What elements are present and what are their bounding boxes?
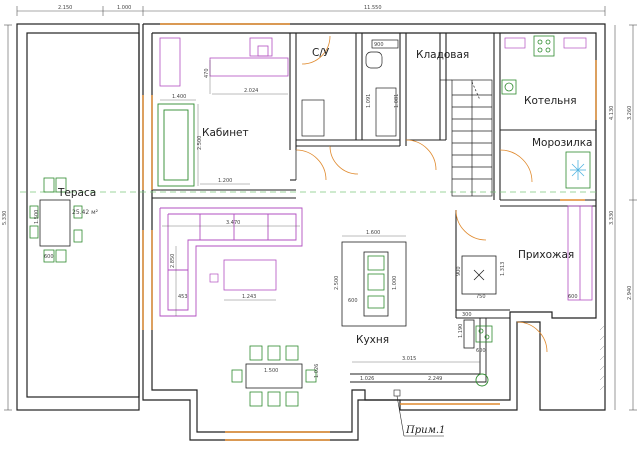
dim-hall-600b: 600 bbox=[476, 348, 486, 354]
dim-kitchen-table: 1.243 bbox=[242, 294, 256, 300]
dim-right-3330: 3.330 bbox=[609, 211, 615, 225]
wall-hatch bbox=[599, 324, 606, 391]
side-table bbox=[209, 273, 219, 283]
study-dims bbox=[160, 60, 288, 186]
dim-counter-3015: 3.015 bbox=[402, 356, 416, 362]
dim-island-inner: 1.000 bbox=[392, 276, 398, 290]
outer-walls bbox=[16, 23, 606, 441]
room-label-kitchen: Кухня bbox=[356, 334, 389, 346]
study-sofa bbox=[157, 103, 195, 187]
inner-walls bbox=[152, 33, 596, 319]
left-dimension-line bbox=[4, 24, 12, 411]
dim-hall-1190: 1.190 bbox=[458, 324, 464, 338]
wc-fixtures bbox=[301, 39, 399, 137]
dim-study-small: 470 bbox=[204, 68, 210, 78]
coffee-table bbox=[223, 259, 277, 291]
note-label: Прим.1 bbox=[405, 425, 445, 436]
dim-study-side: 2.500 bbox=[197, 136, 203, 150]
boiler-cabinets bbox=[504, 37, 587, 49]
dim-study-mid: 2.024 bbox=[244, 88, 258, 94]
terrace-furniture bbox=[29, 177, 83, 263]
dim-hall-900: 900 bbox=[456, 266, 462, 276]
dim-dining-w: 1.500 bbox=[264, 368, 278, 374]
kitchen-island bbox=[341, 235, 407, 327]
dim-terrace-600: 600 bbox=[44, 254, 54, 260]
dim-right-3260: 3.260 bbox=[627, 106, 633, 120]
staircase bbox=[440, 79, 493, 197]
freezer-unit bbox=[565, 151, 591, 189]
dim-kitchen-sofa-h: 2.850 bbox=[170, 254, 176, 268]
terrace-area: 25.42 м² bbox=[72, 209, 99, 216]
dim-study-bottom: 1.200 bbox=[218, 178, 232, 184]
room-label-terrace: Тераса bbox=[57, 187, 96, 199]
dim-right-2940: 2.940 bbox=[627, 286, 633, 300]
dim-island-w: 1.600 bbox=[366, 230, 380, 236]
dim-hall-300: 300 bbox=[462, 312, 472, 318]
dim-dining-h: 1.026 bbox=[314, 364, 320, 378]
windows bbox=[142, 23, 597, 441]
dim-wc-small: 900 bbox=[374, 42, 384, 48]
boiler-fixtures bbox=[501, 35, 555, 95]
room-label-pantry: Кладовая bbox=[416, 49, 469, 61]
dim-counter-2249: 2.249 bbox=[428, 376, 442, 382]
room-label-freezer: Морозилка bbox=[532, 137, 592, 149]
right-dimension-line bbox=[614, 24, 637, 411]
dim-island-600: 600 bbox=[348, 298, 358, 304]
dim-top-2150: 2.150 bbox=[58, 5, 72, 11]
dim-study-w: 1.400 bbox=[172, 94, 186, 100]
dim-kitchen-sofa-w: 3.470 bbox=[226, 220, 240, 226]
doors bbox=[295, 35, 548, 353]
kitchen-dims bbox=[162, 225, 300, 316]
dim-top-1000: 1.000 bbox=[117, 5, 131, 11]
top-dimension-line bbox=[16, 6, 606, 16]
room-label-wc: С/У bbox=[312, 47, 330, 59]
hall-wardrobe bbox=[567, 205, 593, 301]
corner-sofa bbox=[159, 207, 303, 317]
study-furniture bbox=[159, 37, 289, 87]
dim-hall-600: 600 bbox=[568, 294, 578, 300]
dining-set bbox=[231, 345, 317, 407]
dim-island-h: 2.500 bbox=[334, 276, 340, 290]
dim-hall-1313: 1.313 bbox=[500, 262, 506, 276]
kitchen-counter bbox=[350, 318, 489, 387]
room-label-boiler: Котельня bbox=[524, 95, 577, 107]
dim-wc-b: 1.081 bbox=[394, 94, 400, 108]
dim-counter-1026: 1.026 bbox=[360, 376, 374, 382]
dim-kitchen-453: 453 bbox=[178, 294, 188, 300]
room-label-hall: Прихожая bbox=[518, 249, 574, 261]
room-label-study: Кабинет bbox=[202, 127, 249, 139]
dim-terrace-1500: 1.500 bbox=[34, 210, 40, 224]
hall-bench bbox=[461, 255, 497, 349]
dim-hall-750: 750 bbox=[476, 294, 486, 300]
dim-left-5330: 5.330 bbox=[2, 211, 8, 225]
dim-wc-a: 1.091 bbox=[366, 94, 372, 108]
note-leader bbox=[393, 389, 444, 437]
dim-right-4130: 4.130 bbox=[609, 106, 615, 120]
dim-top-11550: 11.550 bbox=[364, 5, 382, 11]
